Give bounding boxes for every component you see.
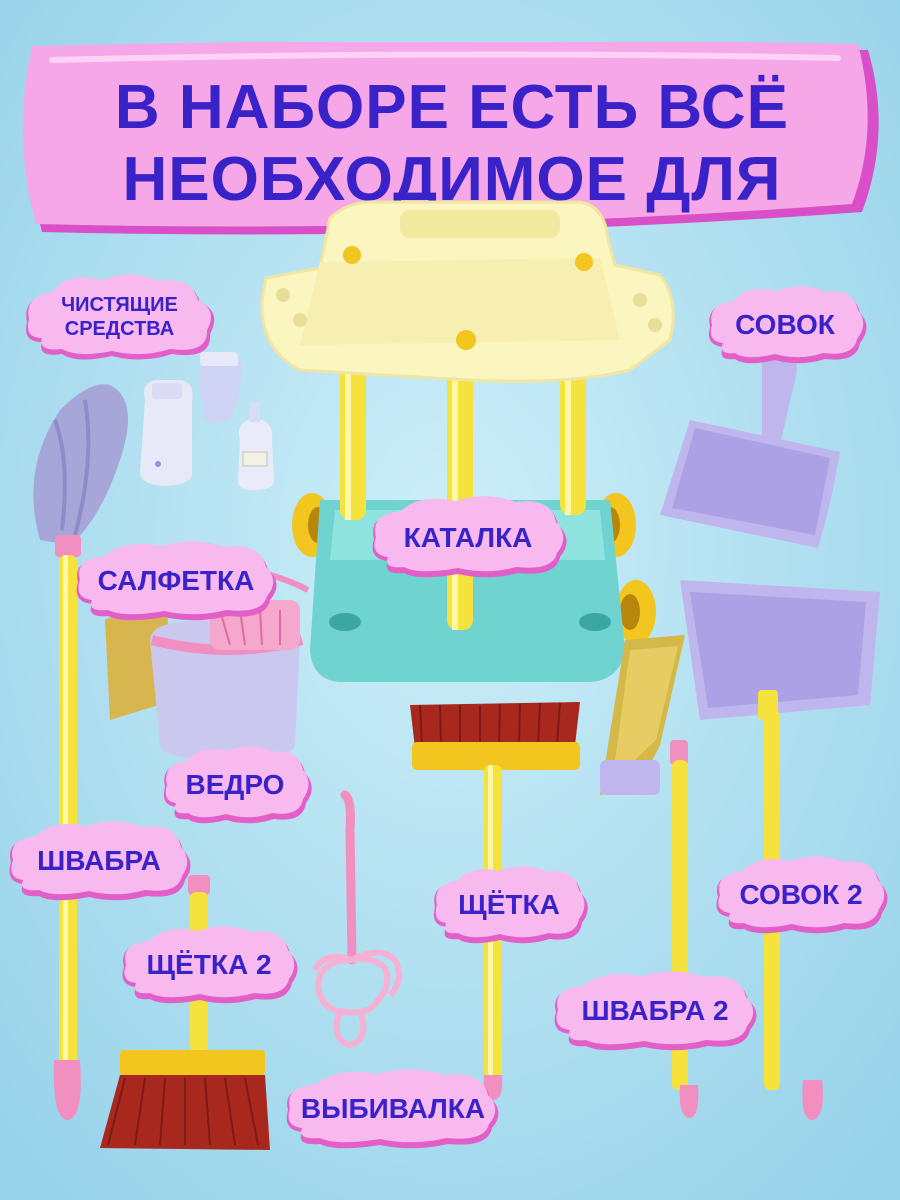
label-bucket: ВЕДРО [160, 745, 312, 825]
cloud-shape [286, 1069, 499, 1149]
cloud-shape [554, 971, 757, 1051]
cloud-shape [163, 746, 312, 824]
headline-banner: В НАБОРЕ ЕСТЬ ВСЁ НЕОБХОДИМОЕ ДЛЯ ИГРЫ [22, 42, 882, 286]
label-brush-2: ЩЁТКА 2 [118, 925, 300, 1005]
label-carpet-beater: ВЫБИВАЛКА [282, 1068, 504, 1150]
label-cleaning-products: ЧИСТЯЩИЕ СРЕДСТВА [22, 272, 217, 362]
label-mop-2-text: ШВАБРА 2 [581, 995, 729, 1026]
label-cart: КАТАЛКА [368, 495, 568, 580]
label-napkin-text: САЛФЕТКА [97, 565, 255, 596]
label-cart-text: КАТАЛКА [403, 521, 533, 553]
cloud-shape [433, 866, 588, 944]
label-bucket-text: ВЕДРО [185, 769, 285, 800]
cloud-shape [372, 496, 567, 578]
cloud-shape [708, 286, 867, 364]
label-napkin: САЛФЕТКА [72, 540, 280, 622]
cloud-shape [122, 926, 298, 1004]
label-cleaning-products-text: ЧИСТЯЩИЕ СРЕДСТВА [61, 294, 178, 340]
cloud-shape [26, 274, 215, 360]
label-mop-text: ШВАБРА [37, 845, 161, 876]
label-brush-text: ЩЁТКА [458, 889, 560, 920]
label-dustpan-text: СОВОК [735, 309, 835, 340]
label-dustpan-2: СОВОК 2 [712, 855, 890, 935]
label-carpet-beater-text: ВЫБИВАЛКА [300, 1093, 486, 1124]
headline-line-1: В НАБОРЕ ЕСТЬ ВСЁ [114, 73, 790, 142]
label-dustpan: СОВОК [705, 285, 867, 365]
label-mop: ШВАБРА [5, 820, 193, 902]
label-brush: ЩЁТКА [430, 865, 588, 945]
label-brush-2-text: ЩЁТКА 2 [146, 949, 272, 980]
label-mop-2: ШВАБРА 2 [550, 970, 760, 1052]
cloud-shape [716, 856, 888, 934]
label-dustpan-2-text: СОВОК 2 [739, 879, 863, 910]
cloud-shape [9, 821, 191, 901]
cloud-shape [76, 541, 277, 621]
